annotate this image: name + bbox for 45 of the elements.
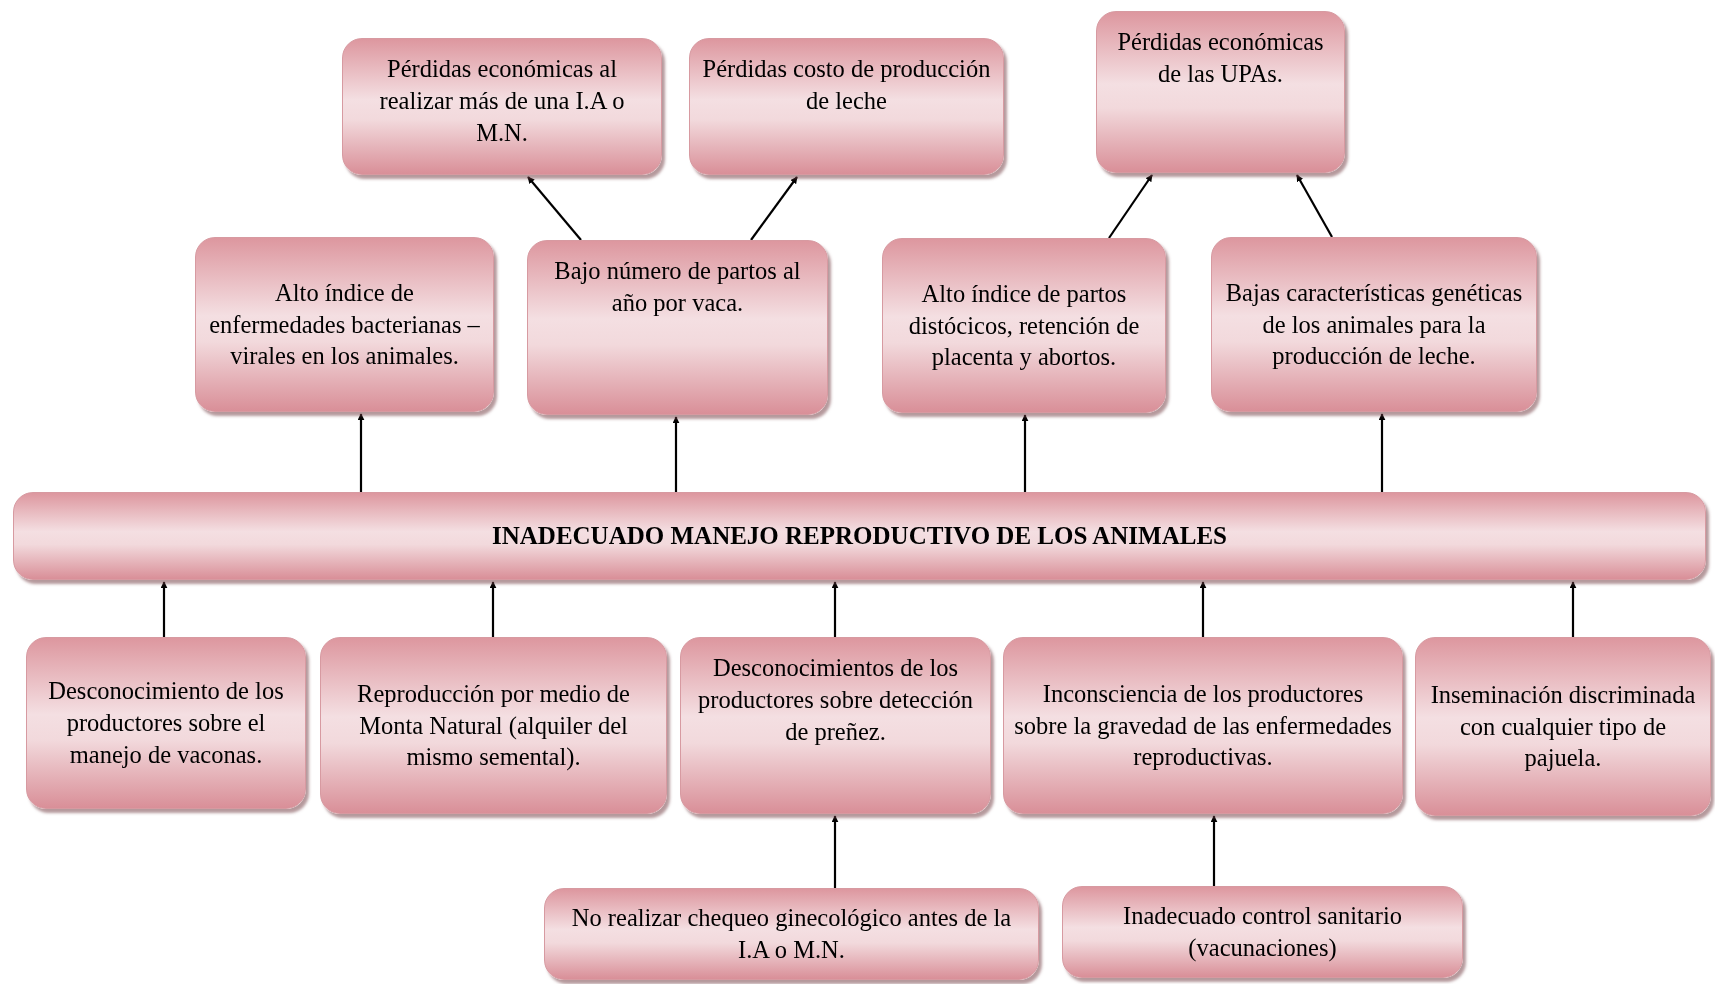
arrow — [160, 581, 168, 637]
cause-effect-box — [195, 237, 494, 412]
arrow — [1378, 413, 1386, 492]
box-text: Desconocimientos de los productores sobre detección de preñez. — [697, 653, 974, 747]
arrow — [1199, 581, 1207, 637]
box-text: Desconocimiento de los productores sobre el manejo de vaconas. — [47, 676, 285, 770]
box-text: Pérdidas costo de producción de leche — [701, 54, 992, 116]
cause-effect-box — [1003, 637, 1403, 814]
cause-effect-box — [1096, 11, 1345, 173]
arrow — [1296, 174, 1333, 238]
box-text: Bajas características genéticas de los animales para la producción de leche. — [1224, 277, 1524, 372]
arrow — [1569, 581, 1577, 637]
box-text: Pérdidas económicas de las UPAs. — [1116, 27, 1325, 89]
cause-effect-box — [1211, 237, 1537, 412]
cause-effect-box — [1062, 886, 1463, 978]
cause-effect-box — [1415, 637, 1711, 816]
box-text: Inadecuado control sanitario (vacunaciones) — [1122, 901, 1403, 964]
arrow — [489, 581, 497, 637]
arrow — [750, 176, 798, 241]
arrow — [672, 416, 680, 492]
box-text: Pérdidas económicas al realizar más de una I.A o M.N. — [378, 54, 626, 148]
box-text: Inseminación discriminada con cualquier tipo de pajuela. — [1429, 679, 1697, 774]
cause-effect-box — [882, 238, 1166, 413]
cause-effect-box — [320, 637, 667, 814]
cause-effect-box — [689, 38, 1004, 175]
arrow — [831, 815, 839, 888]
arrow — [357, 413, 365, 492]
box-text: No realizar chequeo ginecológico antes de la I.A o M.N. — [570, 903, 1013, 965]
box-text: Inconsciencia de los productores sobre la gravedad de las enfermedades reproductivas. — [1014, 678, 1392, 773]
box-text: Alto índice de enfermedades bacterianas – virales en los animales. — [208, 277, 481, 372]
problem-box — [13, 492, 1706, 580]
central-problem-text: INADECUADO MANEJO REPRODUCTIVO DE LOS ANIMALES — [492, 520, 1227, 551]
box-text: Alto índice de partos distócicos, retención de placenta y abortos. — [907, 278, 1141, 373]
arrow — [1021, 414, 1029, 492]
arrow — [527, 176, 582, 241]
cause-effect-box — [26, 637, 306, 809]
cause-effect-box — [342, 38, 662, 175]
cause-effect-box — [680, 637, 991, 814]
arrow — [1210, 815, 1218, 886]
arrow — [1108, 174, 1153, 239]
cause-effect-box — [527, 240, 828, 415]
box-text: Bajo número de partos al año por vaca. — [553, 256, 802, 318]
cause-effect-box — [544, 888, 1039, 980]
arrow — [831, 581, 839, 637]
box-text: Reproducción por medio de Monta Natural (alquiler del mismo semental). — [356, 678, 631, 773]
